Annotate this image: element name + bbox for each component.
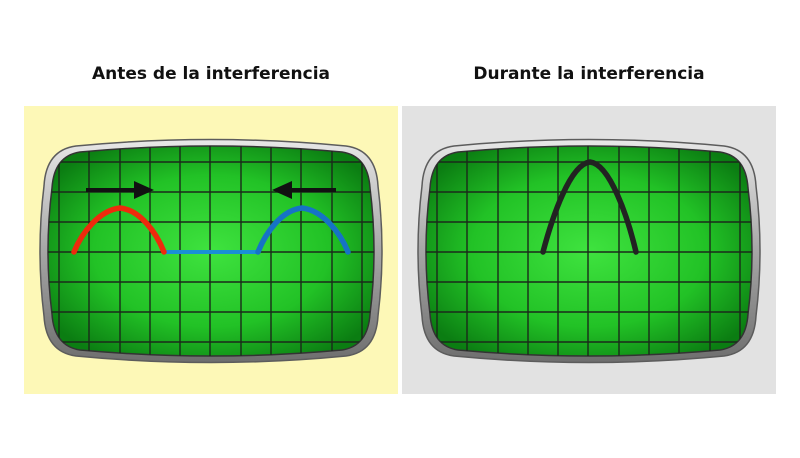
left-pulse (71, 205, 167, 255)
title-during: Durante la interferencia (473, 64, 705, 84)
panel-before (24, 106, 398, 394)
right-pulse (255, 205, 351, 255)
arrow-right-icon (86, 181, 154, 199)
screen (425, 145, 753, 357)
arrow-left-icon (272, 181, 336, 199)
title-before: Antes de la interferencia (91, 64, 331, 84)
oscilloscope-before (24, 106, 398, 394)
oscilloscope-during (402, 106, 776, 394)
combined-pulse (540, 159, 639, 255)
panel-during (402, 106, 776, 394)
